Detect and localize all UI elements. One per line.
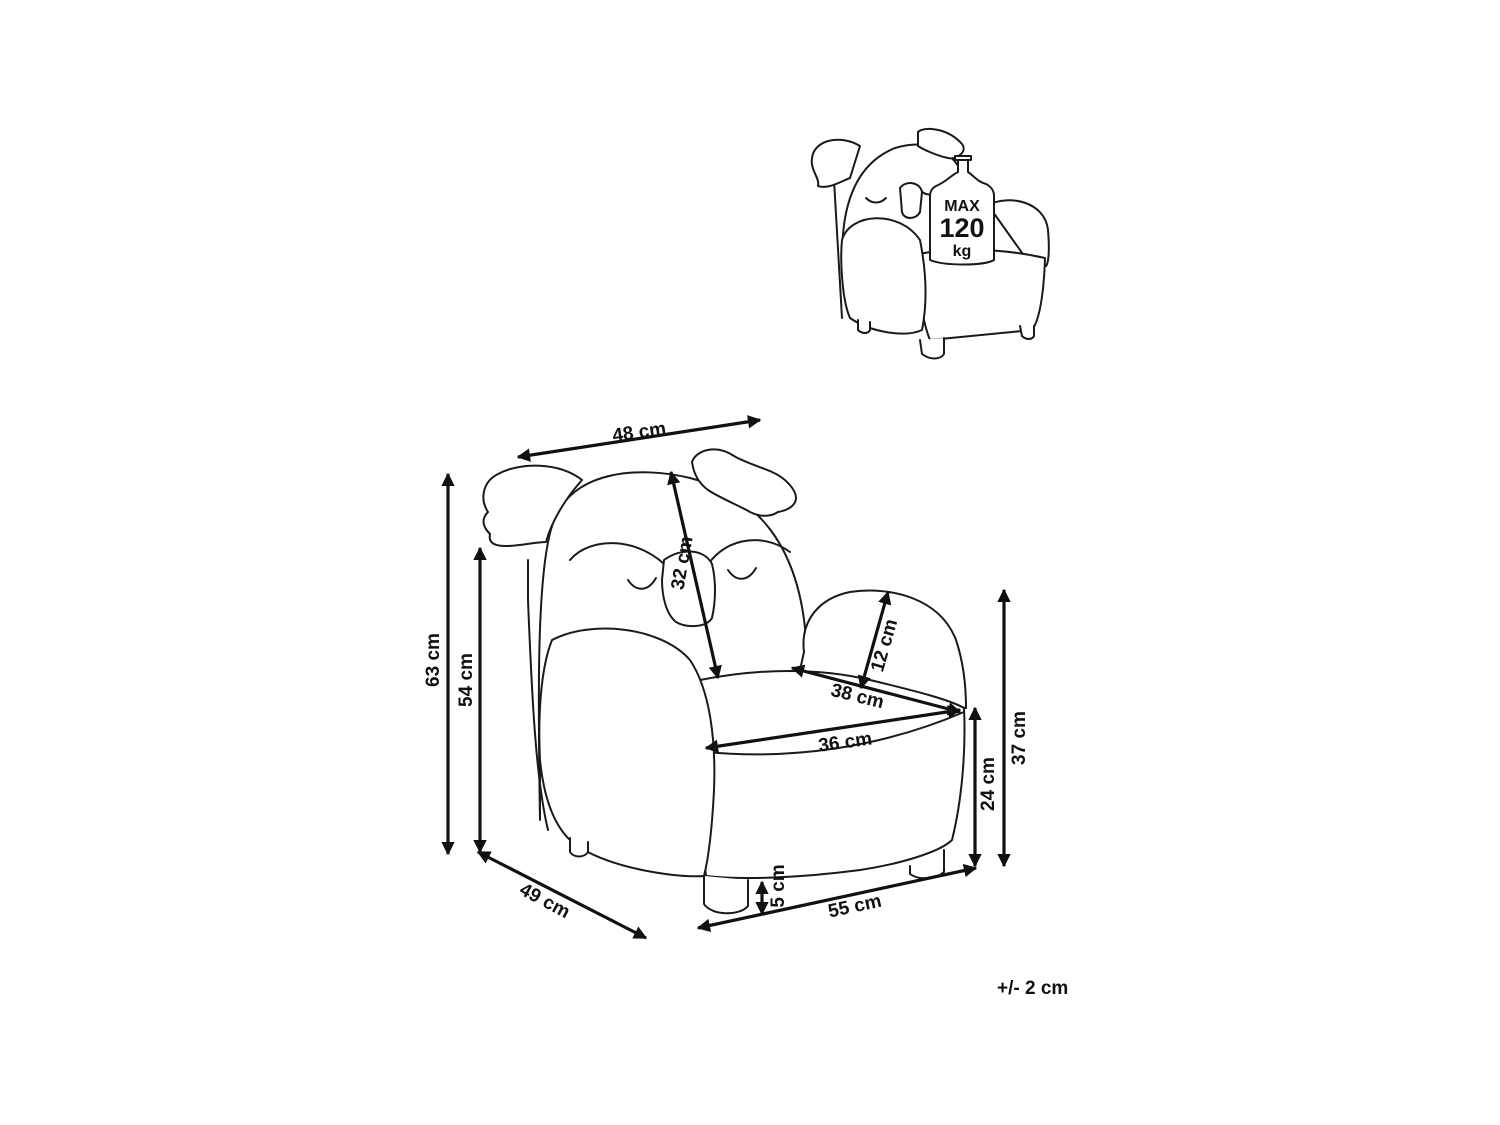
dim-line-width-top [516,415,762,462]
max-load-unit: kg [953,243,972,260]
label-width: 55 cm [826,891,883,923]
label-width-top: 48 cm [611,418,667,446]
max-load-label: MAX [944,198,980,215]
large-chair-drawing [482,448,967,915]
dimension-lines [441,415,1011,940]
small-chair-illustration: MAX 120 kg [810,127,1050,360]
dim-line-seat-width [704,705,962,753]
dim-line-depth [476,850,648,940]
label-height-back: 54 cm [456,653,477,707]
tolerance-note: +/- 2 cm [997,978,1069,999]
dim-line-width [696,863,978,933]
dim-line-backrest [667,470,722,680]
label-leg-height: 5 cm [768,864,789,907]
label-seat-height: 24 cm [978,757,999,811]
label-arm-height: 37 cm [1009,711,1030,765]
label-height-total: 63 cm [423,633,444,687]
max-load-value: 120 [939,213,984,243]
dim-line-seat-depth [790,664,962,716]
